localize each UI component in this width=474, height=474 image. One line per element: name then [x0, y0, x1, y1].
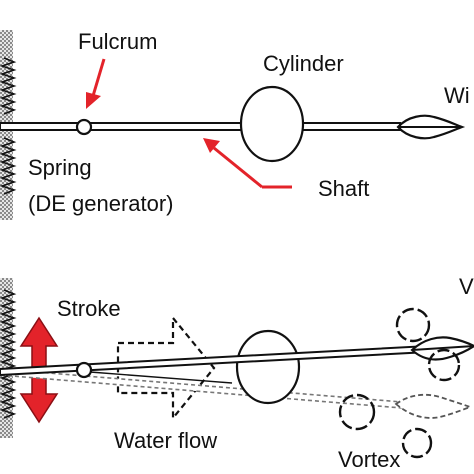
bottom-cylinder — [235, 329, 301, 405]
top-spring-lower — [0, 137, 17, 195]
shaft-arrow-head — [203, 138, 220, 153]
label-stroke: Stroke — [57, 296, 121, 321]
top-fulcrum — [75, 118, 93, 136]
top-cylinder — [239, 85, 305, 163]
label-vortex: Vortex — [338, 447, 400, 472]
wing-position-lower — [394, 393, 473, 419]
bottom-wall — [0, 278, 13, 438]
label-water-flow: Water flow — [114, 428, 217, 453]
bottom-spring — [0, 289, 17, 419]
top-panel: Fulcrum Cylinder Wi Spring (DE generator… — [0, 29, 470, 220]
bottom-fulcrum — [75, 361, 93, 379]
water-flow-arrow — [116, 314, 216, 422]
vortex-upper-right — [427, 348, 461, 382]
top-spring-upper — [0, 57, 17, 115]
label-spring-sub: (DE generator) — [28, 191, 174, 216]
label-edge-v: V — [459, 274, 474, 299]
vortex-lower-right — [401, 427, 433, 459]
vortex-upper-left — [395, 307, 431, 343]
shaft-position-upper — [0, 344, 429, 377]
label-wing: Wi — [444, 83, 470, 108]
shaft-arrow — [213, 146, 263, 189]
label-shaft: Shaft — [318, 176, 369, 201]
shaft-crossing — [89, 371, 233, 384]
vortex-lower-left — [338, 393, 376, 431]
top-shaft — [0, 122, 401, 131]
fulcrum-arrow — [91, 58, 106, 97]
label-fulcrum: Fulcrum — [78, 29, 157, 54]
bottom-panel: Stroke Water flow Vortex V — [0, 274, 474, 472]
fulcrum-arrow-head — [86, 92, 101, 109]
label-spring: Spring — [28, 155, 92, 180]
wing-upper-chord — [411, 345, 474, 351]
label-cylinder: Cylinder — [263, 51, 344, 76]
